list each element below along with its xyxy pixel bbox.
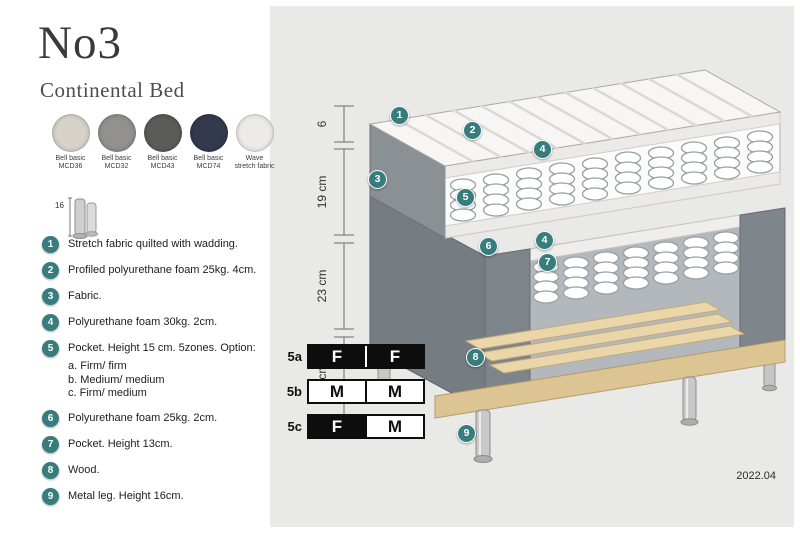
legend-number-badge: 5 — [42, 340, 59, 357]
fabric-swatch-circle[interactable] — [235, 114, 274, 152]
legend-item-text: Metal leg. Height 16cm. — [68, 489, 184, 502]
version-stamp: 2022.04 — [736, 470, 776, 482]
product-title: No3 — [38, 17, 122, 69]
legend-item-text: Stretch fabric quilted with wadding. — [68, 238, 238, 250]
firmness-cell: M — [309, 381, 365, 402]
firmness-table: 5a F F 5b M M 5c F M — [280, 344, 425, 449]
legend-number-badge: 7 — [42, 435, 59, 453]
leg-thumbnail-icon: 16 — [55, 197, 98, 239]
fabric-swatch-circle[interactable] — [189, 114, 228, 152]
firmness-row-label: 5a — [287, 349, 302, 364]
option-a: a. Firm/ firm — [68, 360, 127, 372]
callout-6-foam-middle: 6 — [479, 237, 498, 256]
metal-leg-right — [680, 376, 699, 426]
callout-3-fabric: 3 — [368, 170, 387, 189]
legend-item-9: 9 Metal leg. Height 16cm. — [42, 487, 268, 505]
legend-number-badge: 6 — [42, 409, 59, 427]
legend-item-text: Polyurethane foam 25kg. 2cm. — [68, 411, 218, 424]
callout-5-pocket-15: 5 — [456, 188, 475, 207]
leg-height-label: 16 — [55, 201, 64, 210]
legend-item-1: 1 Stretch fabric quilted with wadding. — [42, 236, 268, 253]
firmness-row-5a: 5a F F — [280, 344, 425, 369]
legend-number-badge: 1 — [42, 236, 59, 253]
legend-item-3: 3 Fabric. — [42, 288, 268, 305]
legend-number-badge: 9 — [42, 487, 59, 505]
legend-item-text: Profiled polyurethane foam 25kg. 4cm. — [68, 264, 257, 276]
callout-4-foam-lower: 4 — [535, 231, 554, 250]
legend-item-text: Wood. — [68, 463, 100, 476]
callout-8-wood: 8 — [466, 348, 485, 367]
wood-front-rail — [434, 339, 786, 419]
legend-item-text: Pocket. Height 13cm. — [68, 437, 173, 450]
dim-label-top-mattress: 19 cm — [315, 176, 329, 209]
firmness-row-5c: 5c F M — [280, 414, 425, 439]
legend-item-text: Fabric. — [68, 290, 102, 302]
legend-item-4: 4 Polyurethane foam 30kg. 2cm. — [42, 314, 268, 331]
option-b: b. Medium/ medium — [68, 373, 165, 386]
firmness-cells: F F — [307, 344, 425, 369]
callout-1-stretch-fabric: 1 — [390, 106, 409, 125]
base-right-fabric-face — [739, 207, 786, 348]
firmness-cells: F M — [307, 414, 425, 439]
fabric-swatch-circle[interactable] — [97, 114, 136, 152]
legend-item-2: 2 Profiled polyurethane foam 25kg. 4cm. — [42, 262, 268, 279]
callout-9-metal-leg: 9 — [457, 424, 476, 443]
firmness-cell: F — [309, 346, 365, 367]
quilt-stitch-lines — [396, 73, 754, 163]
legend-number-badge: 2 — [42, 262, 59, 279]
callout-7-pocket-13: 7 — [538, 253, 557, 272]
callout-2-profiled-foam: 2 — [463, 121, 482, 140]
firmness-row-5b: 5b M M — [280, 379, 425, 404]
fabric-swatch-circle[interactable] — [51, 114, 90, 152]
firmness-cell: F — [309, 416, 365, 437]
legend-item-7: 7 Pocket. Height 13cm. — [42, 435, 268, 453]
wood-slats — [464, 301, 746, 374]
diagram-panel: 6 19 cm 23 cm 16 cm 1 2 4 3 5 4 6 7 8 9 … — [270, 6, 794, 527]
fabric-swatch-circle[interactable] — [143, 114, 182, 152]
product-subtitle: Continental Bed — [40, 78, 185, 102]
dim-label-top-foam: 6 — [315, 120, 329, 127]
legend-item-text: Pocket. Height 15 cm. 5zones. Option: — [68, 342, 256, 354]
legend-item-5: 5 Pocket. Height 15 cm. 5zones. Option: — [42, 340, 268, 357]
metal-leg-front — [473, 409, 493, 463]
option-c: c. Firm/ medium — [68, 387, 147, 399]
firmness-cell: M — [367, 381, 423, 402]
dim-label-middle-mattress: 23 cm — [315, 270, 329, 303]
firmness-cell: M — [367, 416, 423, 437]
firmness-cells: M M — [307, 379, 425, 404]
legend-number-badge: 3 — [42, 288, 59, 305]
legend-item-8: 8 Wood. — [42, 461, 268, 479]
legend-item-text: Polyurethane foam 30kg. 2cm. — [68, 316, 218, 328]
firmness-row-label: 5b — [286, 384, 302, 399]
legend-number-badge: 8 — [42, 461, 59, 479]
leg-height-thumbnail: 16 — [54, 192, 100, 247]
firmness-cell: F — [367, 346, 423, 367]
legend-item-5-options: a. Firm/ firm b. Medium/ medium c. Firm/… — [68, 360, 268, 401]
firmness-row-label: 5c — [287, 419, 302, 434]
top-mattress — [368, 69, 782, 239]
legend-list: 1 Stretch fabric quilted with wadding. 2… — [42, 236, 268, 514]
legend-item-6: 6 Polyurethane foam 25kg. 2cm. — [42, 409, 268, 427]
callout-4-foam-upper: 4 — [533, 140, 552, 159]
legend-number-badge: 4 — [42, 314, 59, 331]
